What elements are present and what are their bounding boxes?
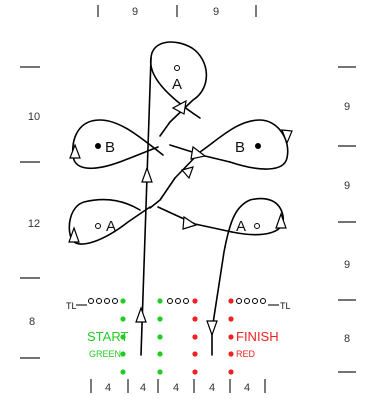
right-dimension-ticks [338, 66, 356, 373]
arrow-up-mid [141, 166, 153, 183]
top-loop-return-path [149, 57, 201, 119]
gate-marker-upper-right [255, 143, 261, 149]
top-dimension-1: 9 [132, 6, 138, 18]
arrow-upper-cross [190, 145, 207, 160]
bottom-dimension-1: 4 [105, 382, 111, 394]
arrow-lower-right-loop [275, 212, 287, 229]
bottom-dimension-3: 4 [173, 382, 179, 394]
start-markers-left-column [120, 298, 126, 375]
lower-right-loop-path [211, 197, 284, 356]
left-dimension-1: 10 [28, 111, 40, 123]
lower-cross-path [157, 206, 233, 233]
arrow-middle-diagonal [180, 166, 194, 180]
gate-marker-upper-left [95, 143, 101, 149]
arrow-upper-left-loop [69, 143, 81, 159]
left-dimension-ticks [20, 66, 40, 359]
timer-lights-middle [167, 298, 189, 304]
timer-label-right: TL [280, 301, 291, 311]
bottom-dimension-5: 4 [244, 382, 250, 394]
right-dimension-4: 8 [344, 333, 350, 345]
arrow-upper-right-loop [281, 129, 293, 145]
upper-right-loop-path [174, 119, 289, 179]
bottom-dimension-4: 4 [209, 382, 215, 394]
upper-left-loop-path [71, 119, 164, 170]
left-dimension-3: 8 [29, 316, 35, 328]
timer-lights-right [236, 298, 279, 306]
finish-markers-right-column [228, 298, 234, 375]
right-dimension-3: 9 [344, 259, 350, 271]
course-path [68, 41, 289, 356]
start-label: START [87, 329, 128, 344]
top-dimension-ticks [97, 5, 257, 17]
lower-left-loop-path [68, 198, 151, 245]
gate-label-lower-right: A [236, 218, 246, 235]
start-markers-right-column [157, 298, 163, 375]
gate-marker-top [174, 65, 180, 71]
left-dimension-2: 12 [28, 218, 40, 230]
arrow-top-loop [171, 99, 187, 115]
top-dimension-2: 9 [213, 6, 219, 18]
bottom-dimension-ticks [90, 379, 266, 393]
timer-lights-left [76, 298, 118, 306]
finish-color-label: RED [236, 349, 256, 359]
bottom-dimension-2: 4 [140, 382, 146, 394]
timer-label-left: TL [66, 301, 77, 311]
gate-label-top: A [172, 76, 182, 93]
gate-marker-lower-right [254, 223, 260, 229]
main-diagonal-path [140, 41, 208, 356]
gate-label-lower-left: A [106, 218, 116, 235]
gate-label-upper-right: B [235, 139, 245, 156]
middle-diagonal-path [149, 177, 176, 209]
arrow-lower-left-loop [68, 226, 80, 243]
gate-label-upper-left: B [105, 139, 115, 156]
gate-marker-lower-left [95, 223, 101, 229]
direction-arrows [68, 99, 293, 337]
start-color-label: GREEN [89, 349, 121, 359]
gate-markers [95, 65, 261, 229]
right-dimension-1: 9 [344, 101, 350, 113]
arrow-lower-cross [182, 215, 198, 230]
arrow-finish [206, 320, 218, 337]
right-dimension-2: 9 [344, 180, 350, 192]
finish-markers-left-column [192, 298, 198, 375]
finish-label: FINISH [236, 329, 279, 344]
arrow-up-start [135, 306, 147, 323]
